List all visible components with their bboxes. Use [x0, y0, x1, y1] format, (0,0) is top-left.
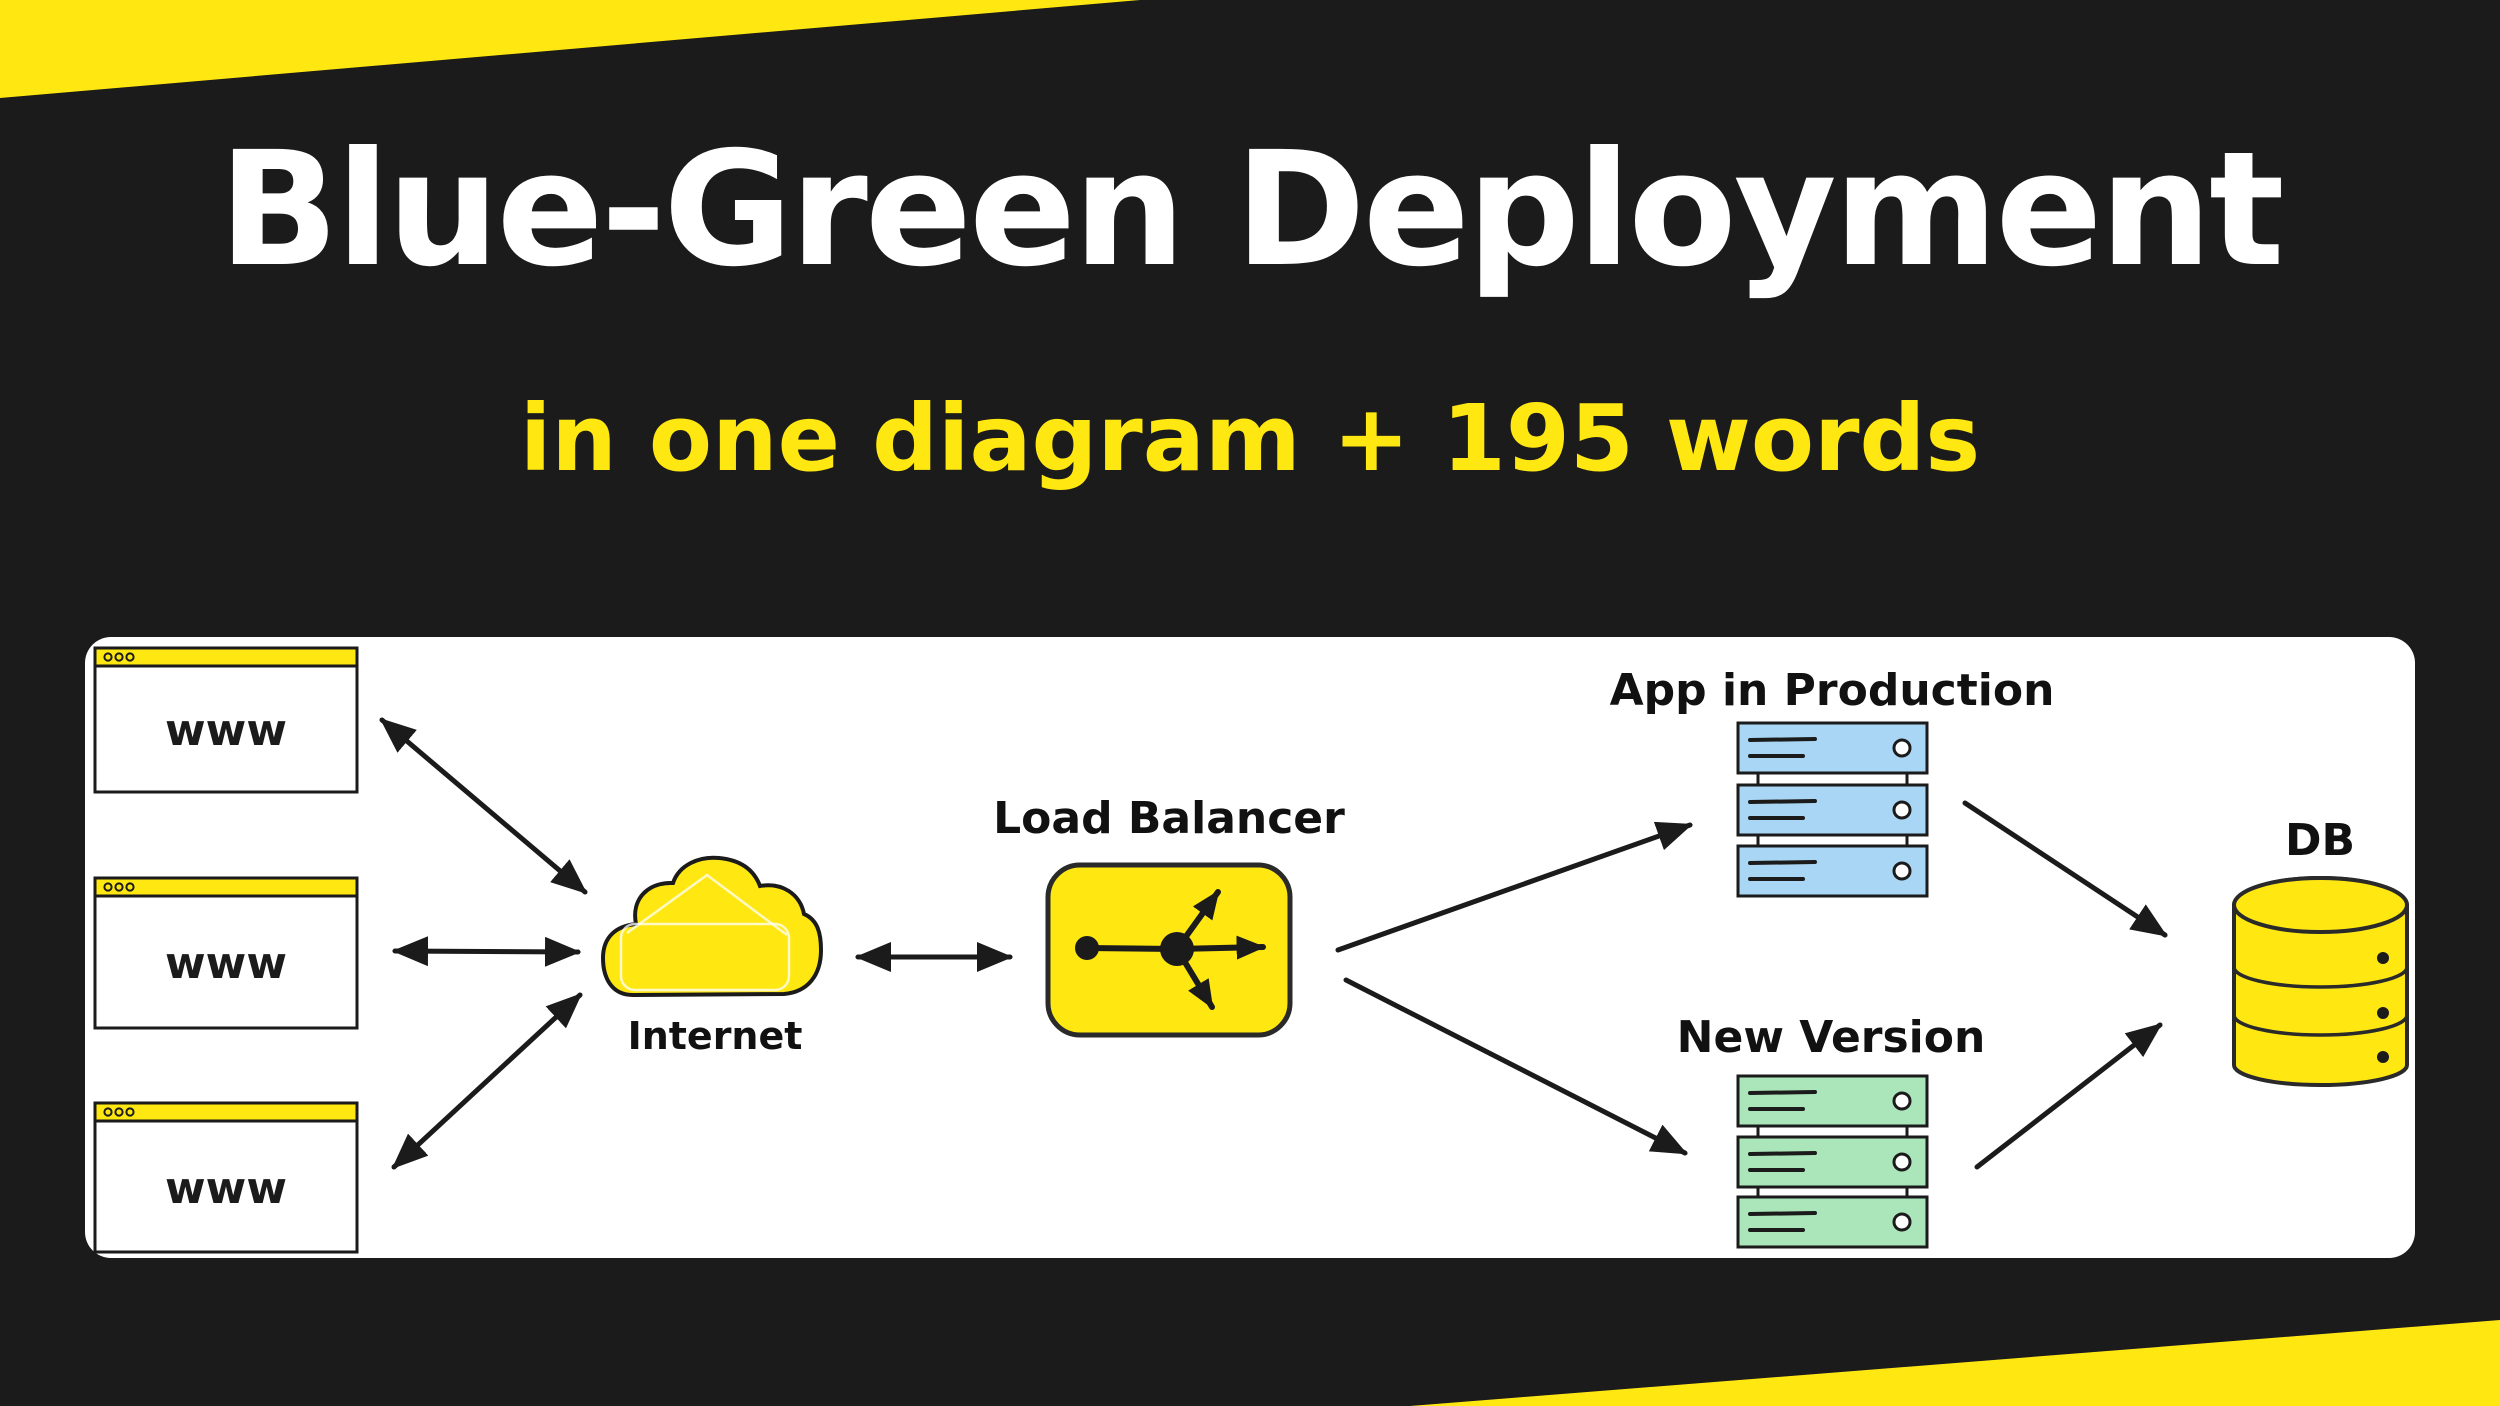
database-node: DB [2232, 815, 2409, 1087]
new-version-label: New Version [1677, 1012, 1986, 1063]
browser-label: www [165, 938, 287, 989]
load-balancer-label: Load Balancer [993, 793, 1345, 844]
window-controls-icon [103, 652, 135, 662]
server-rack-unit [1736, 783, 1929, 837]
page-subtitle: in one diagram + 195 words [519, 385, 1981, 492]
browser-window-3: www [93, 1101, 359, 1254]
arrow-loadbalancer-production [1335, 821, 1693, 953]
browser-title-bar [93, 876, 359, 898]
internet-node: Internet [600, 855, 824, 1058]
server-rack-unit [1736, 1135, 1929, 1189]
browser-title-bar [93, 646, 359, 668]
server-rack-unit [1736, 1195, 1929, 1249]
cloud-seam-lines [626, 873, 788, 936]
arrow-newversion-db [1974, 1022, 2163, 1170]
new-version-server-stack [1736, 1074, 1929, 1249]
browser-window-1: www [93, 646, 359, 794]
database-label: DB [2285, 815, 2355, 866]
server-rack-unit [1736, 844, 1929, 898]
production-server-stack [1736, 721, 1929, 898]
page-title: Blue-Green Deployment [218, 118, 2284, 302]
browser-window-frame [93, 1101, 359, 1254]
diagram: www www www [93, 646, 2409, 1254]
load-balancer-node: Load Balancer [993, 793, 1345, 1038]
browser-window-2: www [93, 876, 359, 1030]
diagram-panel: www www www [85, 637, 2415, 1258]
cloud-seam-rect [619, 922, 791, 992]
arrow-production-db [1962, 800, 2168, 938]
corner-accent-bottom-right [1410, 1320, 2500, 1406]
load-balancer-icon [1075, 889, 1266, 1010]
window-controls-icon [103, 882, 135, 892]
arrow-browser1-internet [379, 717, 588, 895]
browser-label: www [165, 705, 287, 756]
server-rack-unit [1736, 1074, 1929, 1128]
production-label: App in Production [1610, 665, 2055, 716]
browser-window-frame [93, 646, 359, 794]
internet-cloud-icon [600, 855, 824, 998]
arrow-browser2-internet [392, 936, 581, 967]
corner-accent-top-left [0, 0, 1140, 98]
browser-label: www [165, 1163, 287, 1214]
internet-label: Internet [628, 1014, 803, 1058]
server-rack-unit [1736, 721, 1929, 775]
database-cylinder-icon [2232, 876, 2409, 1087]
window-controls-icon [103, 1107, 135, 1117]
browser-window-frame [93, 876, 359, 1030]
browser-title-bar [93, 1101, 359, 1123]
arrow-browser3-internet [391, 992, 583, 1170]
arrow-loadbalancer-newversion [1343, 977, 1688, 1156]
